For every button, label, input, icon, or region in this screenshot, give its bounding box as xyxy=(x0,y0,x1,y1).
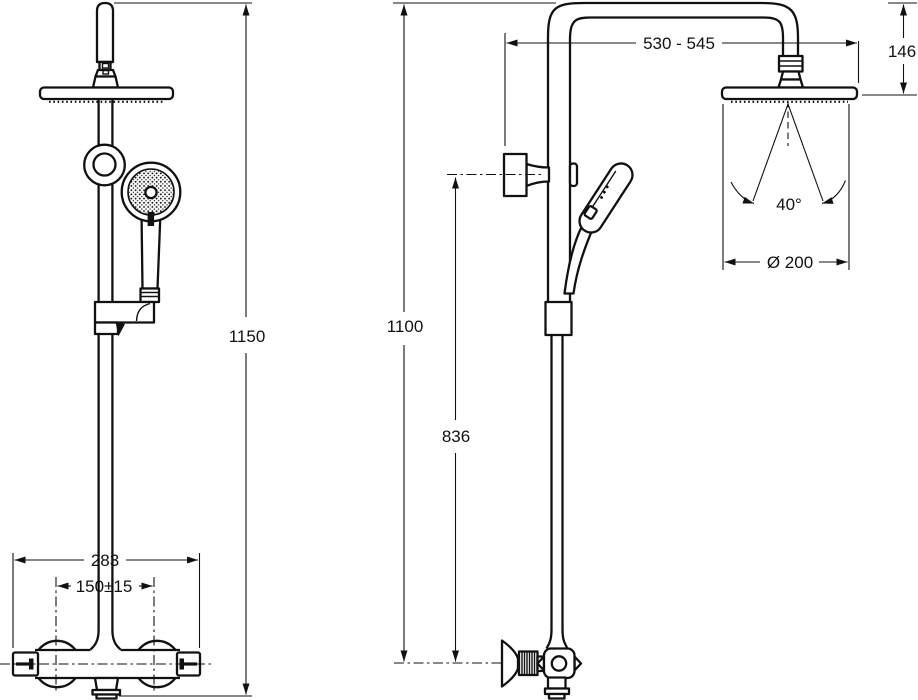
side-knurled-nut xyxy=(517,650,539,677)
side-wall-flange xyxy=(500,639,520,688)
dim-side-holder-height: 836 xyxy=(442,177,470,662)
dim-label-front-inlet-spacing: 150±15 xyxy=(76,577,133,596)
front-hand-shower-bracket xyxy=(93,300,156,337)
front-valve-outlet xyxy=(91,676,122,700)
side-spray-selector xyxy=(583,205,598,220)
dim-label-side-head-drop: 146 xyxy=(888,42,916,61)
side-hand-shower xyxy=(563,162,634,295)
front-slider-ring xyxy=(83,143,126,187)
side-hand-shower-handle xyxy=(563,221,597,295)
dim-side-spray-angle: 40° xyxy=(730,101,847,214)
side-union-nut xyxy=(544,300,573,631)
dim-side-arm-reach: 530 - 545 xyxy=(504,33,860,146)
dim-side-head-diameter: Ø 200 xyxy=(722,104,850,272)
side-valve-outlet xyxy=(543,676,571,700)
front-hand-shower xyxy=(120,161,182,304)
dim-label-side-holder-height: 836 xyxy=(442,427,470,446)
side-view: 40° Ø 200 530 - 545 146 xyxy=(387,1,917,700)
front-overhead-shower xyxy=(38,68,175,103)
dim-label-side-arm-reach: 530 - 545 xyxy=(643,34,715,53)
dim-label-side-column-height: 1100 xyxy=(387,317,424,336)
side-hand-shower-head xyxy=(578,162,634,234)
dim-front-valve-width: 283 xyxy=(12,551,201,648)
dim-side-head-drop: 146 xyxy=(862,2,917,96)
side-overhead-shower xyxy=(720,54,859,103)
front-view: 1150 283 150±15 xyxy=(0,1,266,700)
dim-label-side-spray-angle: 40° xyxy=(776,195,802,214)
dim-label-front-total-height: 1150 xyxy=(229,327,266,346)
dim-label-side-head-diameter: Ø 200 xyxy=(767,253,813,272)
side-riser-pipe xyxy=(546,1,800,303)
side-wall-bracket xyxy=(447,152,579,198)
dim-front-total-height: 1150 xyxy=(114,2,266,697)
front-mixer-valve xyxy=(0,577,214,700)
front-diverter-lever xyxy=(115,321,125,337)
dim-side-column-height: 1100 xyxy=(387,2,556,662)
front-riser-pipe xyxy=(95,1,115,631)
side-mixer-valve xyxy=(394,629,583,700)
dim-label-front-valve-width: 283 xyxy=(91,551,119,570)
dim-front-inlet-spacing: 150±15 xyxy=(57,577,153,596)
front-spray-selector xyxy=(147,212,155,226)
